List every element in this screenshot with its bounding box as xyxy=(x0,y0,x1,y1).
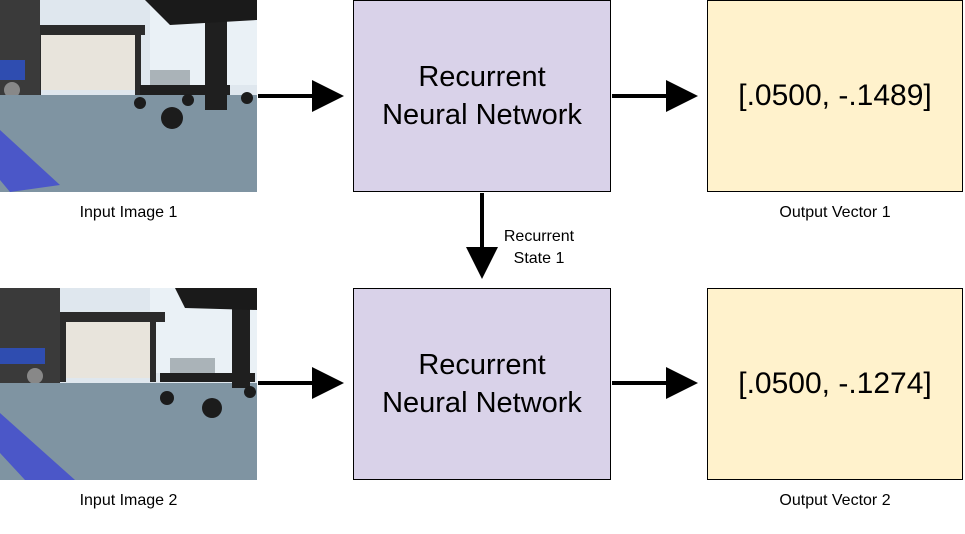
rnn-box-2-line1: Recurrent xyxy=(418,349,546,381)
rnn-box-1-line1: Recurrent xyxy=(418,61,546,93)
recurrent-state-line1: Recurrent xyxy=(503,228,575,245)
output-vector-1-caption: Output Vector 1 xyxy=(779,204,891,221)
rnn-box-2: Recurrent Neural Network xyxy=(353,288,611,480)
recurrent-state-line2: State 1 xyxy=(513,250,565,267)
input-image-1 xyxy=(0,0,257,192)
rnn-box-2-line2: Neural Network xyxy=(382,387,582,419)
rnn-box-1: Recurrent Neural Network xyxy=(353,0,611,192)
output-vector-2-caption: Output Vector 2 xyxy=(779,492,891,509)
output-vector-2-value: [.0500, -.1274] xyxy=(738,367,932,400)
recurrent-state-label: Recurrent State 1 xyxy=(492,226,586,270)
input-image-2-caption: Input Image 2 xyxy=(79,492,178,509)
output-vector-1-value: [.0500, -.1489] xyxy=(738,79,932,112)
output-vector-2-box: [.0500, -.1274] xyxy=(707,288,963,480)
rnn-box-1-line2: Neural Network xyxy=(382,99,582,131)
input-image-1-caption: Input Image 1 xyxy=(79,204,178,221)
input-image-2 xyxy=(0,288,257,480)
output-vector-1-box: [.0500, -.1489] xyxy=(707,0,963,192)
